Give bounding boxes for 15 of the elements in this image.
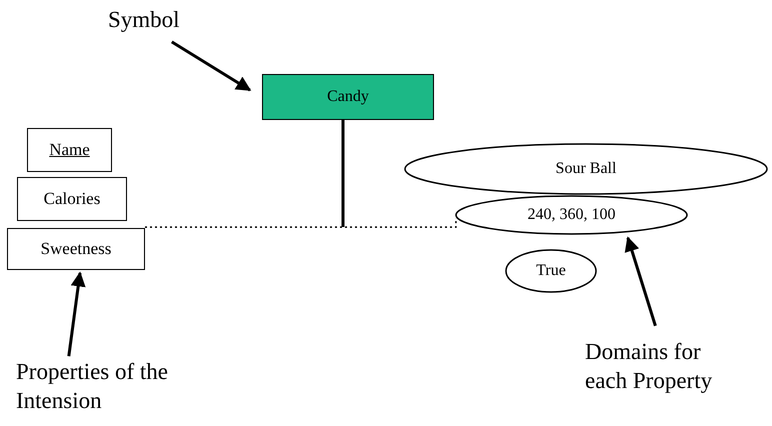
domain-ellipse: Sour Ball [404, 143, 768, 195]
arrow [171, 40, 252, 92]
property-box: Calories [17, 177, 127, 221]
dotted-line [145, 218, 457, 228]
symbol-box: Candy [262, 74, 434, 120]
arrow [624, 236, 657, 326]
domain-ellipse: True [505, 249, 597, 293]
arrow [67, 271, 86, 356]
property-box: Name [27, 128, 112, 172]
domain-ellipse: 240, 360, 100 [455, 195, 688, 235]
stem-line [342, 120, 344, 227]
annotation-text: Properties of the Intension [16, 358, 181, 420]
annotation-text: Domains for each Property [585, 338, 745, 402]
annotation-text: Symbol [108, 6, 218, 38]
property-box: Sweetness [7, 228, 145, 270]
